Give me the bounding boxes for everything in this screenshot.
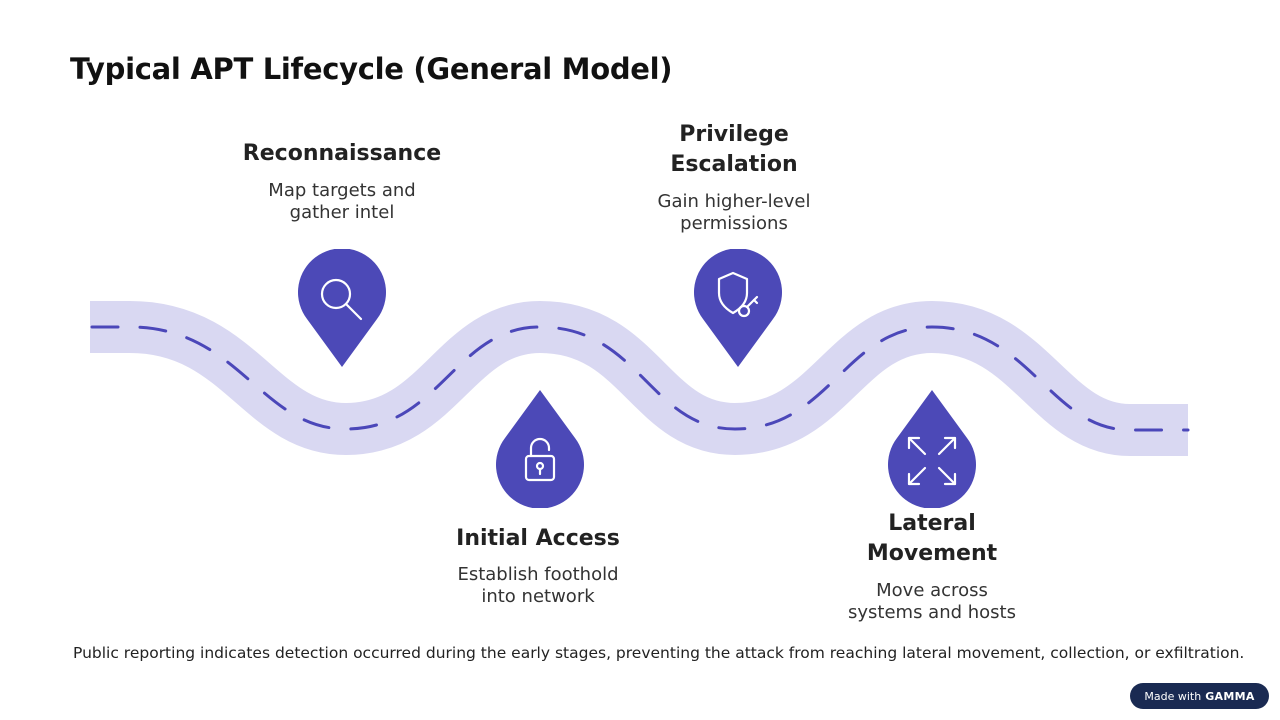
unlock-icon — [524, 437, 556, 482]
lateral-movement-pin — [888, 390, 976, 508]
page-title: Typical APT Lifecycle (General Model) — [70, 52, 673, 86]
reconnaissance-desc-line-2: gather intel — [289, 202, 395, 223]
lateral-movement-desc-line-1: Move across — [876, 580, 988, 601]
reconnaissance-title: Reconnaissance — [242, 141, 442, 166]
lateral-movement-title-line-1: Lateral — [888, 511, 976, 536]
initial-access-pin — [496, 390, 584, 508]
search-icon — [320, 278, 363, 321]
reconnaissance-desc: Map targets and gather intel — [202, 180, 482, 224]
lateral-movement-title-line-2: Movement — [866, 541, 998, 566]
footnote: Public reporting indicates detection occ… — [73, 644, 1245, 662]
initial-access-desc: Establish foothold into network — [398, 564, 678, 608]
gamma-logo: GAMMA — [1205, 689, 1255, 703]
privilege-escalation-desc: Gain higher-level permissions — [594, 191, 874, 235]
expand-arrows-icon — [907, 436, 957, 486]
badge-prefix: Made with — [1144, 689, 1202, 703]
reconnaissance-pin — [298, 249, 386, 367]
privilege-escalation-desc-line-2: permissions — [680, 213, 788, 234]
initial-access-title: Initial Access — [456, 526, 620, 551]
privilege-escalation-pin — [694, 249, 782, 367]
initial-access-desc-line-2: into network — [481, 586, 595, 607]
lateral-movement-title: Lateral Movement — [792, 509, 1072, 569]
lateral-movement-desc: Move across systems and hosts — [792, 580, 1072, 624]
privilege-escalation-title: Privilege Escalation — [594, 120, 874, 180]
reconnaissance-desc-line-1: Map targets and — [268, 180, 416, 201]
privilege-escalation-title-line-2: Escalation — [670, 152, 798, 177]
lateral-movement-desc-line-2: systems and hosts — [848, 602, 1016, 623]
initial-access-desc-line-1: Establish foothold — [457, 564, 619, 585]
shield-key-icon — [717, 271, 759, 318]
privilege-escalation-desc-line-1: Gain higher-level — [657, 191, 811, 212]
made-with-gamma-badge[interactable]: Made with GAMMA — [1130, 683, 1269, 709]
privilege-escalation-title-line-1: Privilege — [679, 122, 789, 147]
